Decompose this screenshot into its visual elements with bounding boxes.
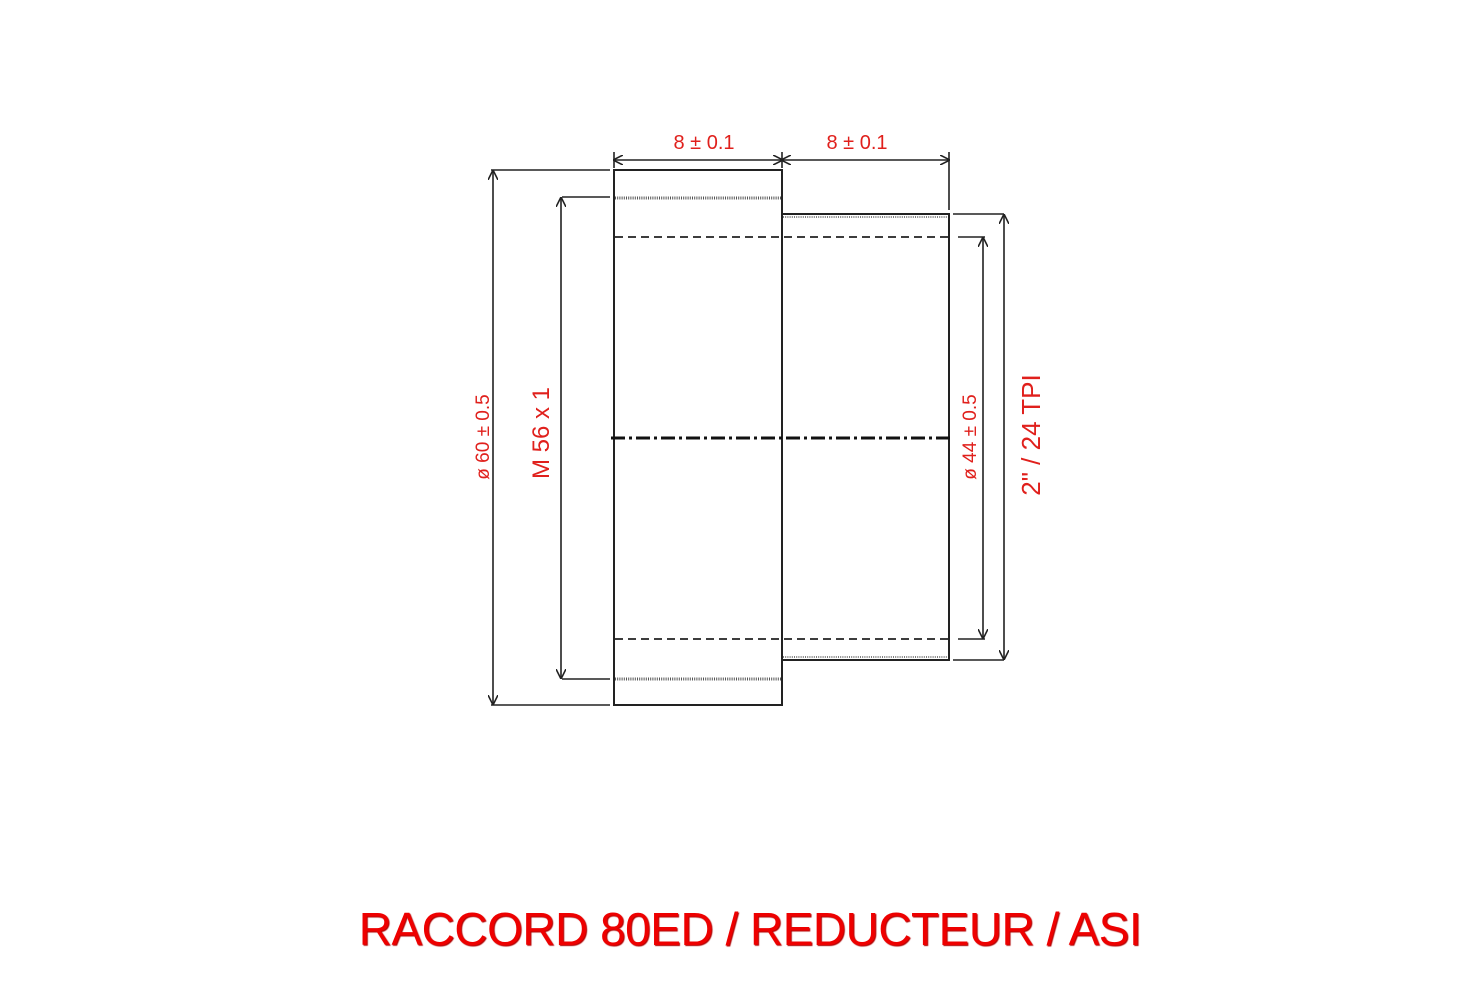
thread-right-label: 2" / 24 TPI	[1016, 374, 1046, 495]
drawing-title: RACCORD 80ED / REDUCTEUR / ASI	[358, 903, 1142, 955]
dimension-lines	[493, 160, 1004, 704]
thread-left-label: M 56 x 1	[528, 387, 555, 479]
length-right-label: 8 ± 0.1	[826, 132, 887, 154]
length-left-label: 8 ± 0.1	[673, 132, 734, 154]
extension-lines	[491, 152, 1004, 706]
outer-diameter-label: ø 60 ± 0.5	[473, 394, 494, 479]
inner-diameter-label: ø 44 ± 0.5	[960, 394, 981, 479]
hidden-lines	[615, 236, 948, 640]
